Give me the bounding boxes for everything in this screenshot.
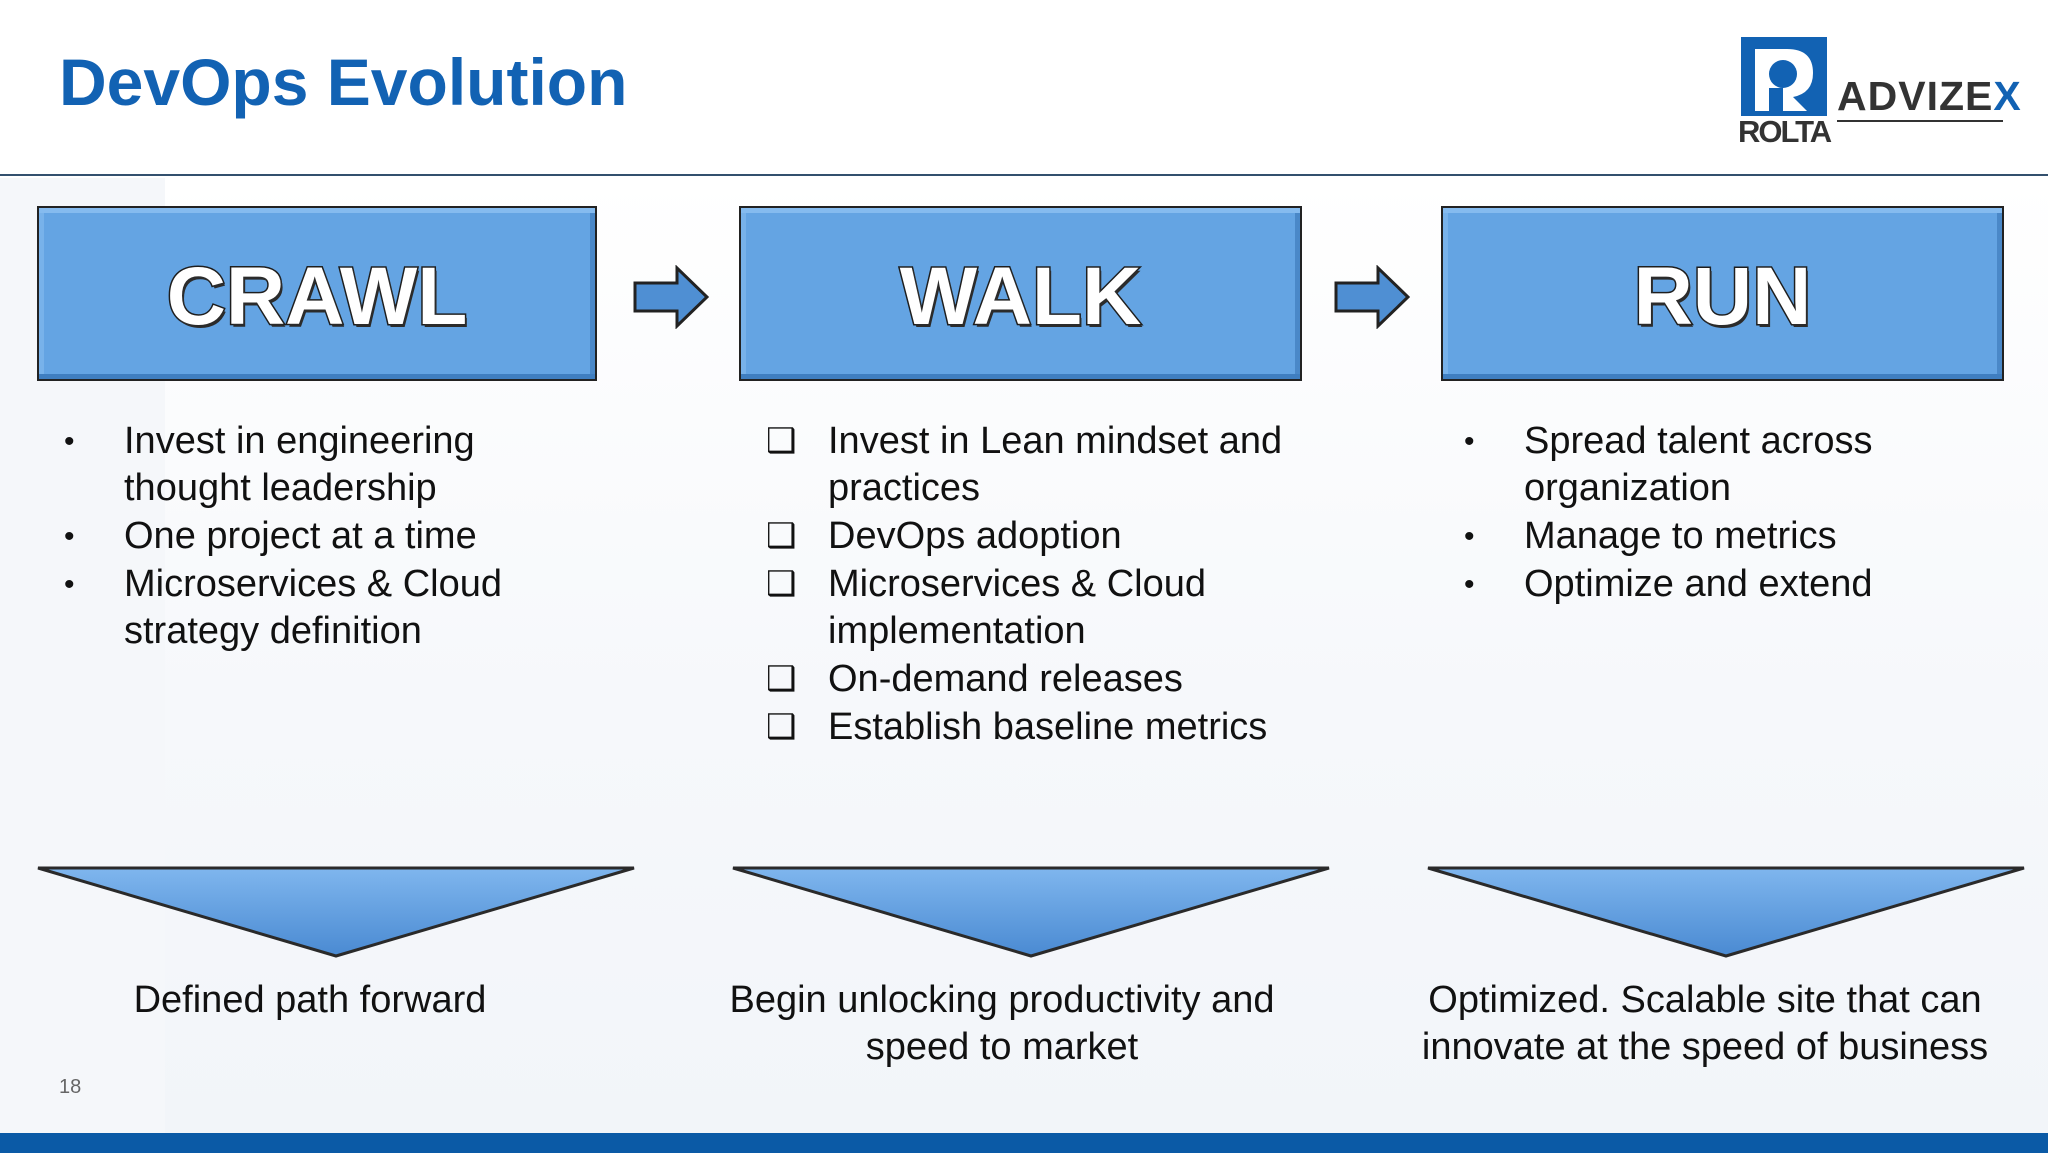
outcome-walk: Begin unlocking productivity and speed t… bbox=[729, 979, 1275, 1068]
list-item: ❑Establish baseline metrics bbox=[766, 704, 1286, 751]
logo-mark bbox=[1741, 37, 1827, 116]
stage-box-run: RUN bbox=[1441, 206, 2004, 381]
list-item: •Microservices & Cloud strategy definiti… bbox=[64, 563, 502, 652]
arrow-right-icon bbox=[633, 265, 709, 329]
stage-box-crawl: CRAWL bbox=[37, 206, 597, 381]
stage-label-walk: WALK bbox=[898, 251, 1142, 342]
down-triangle-walk bbox=[732, 866, 1330, 958]
bullet-icon: • bbox=[64, 520, 75, 553]
stage-box-walk: WALK bbox=[739, 206, 1302, 381]
list-item: •Optimize and extend bbox=[1462, 561, 1982, 608]
list-item: •Spread talent across organization bbox=[1464, 420, 1873, 509]
down-triangle-run bbox=[1427, 866, 2025, 958]
crawl-item-list: •Invest in engineering thought leadershi… bbox=[62, 418, 582, 656]
header-divider bbox=[0, 174, 2048, 176]
company-logo: ROLTA ADVIZEX bbox=[1738, 37, 2021, 149]
logo-underline bbox=[1837, 120, 2003, 122]
list-item: •Invest in engineering thought leadershi… bbox=[64, 420, 475, 509]
list-item: ❑Invest in Lean mindset and practices bbox=[766, 420, 1283, 509]
checkbox-square-icon: ❑ bbox=[766, 708, 797, 746]
bullet-icon: • bbox=[64, 568, 75, 601]
stage-label-run: RUN bbox=[1632, 251, 1813, 342]
arrow-right-icon bbox=[1334, 265, 1410, 329]
logo-rolta-text: ROLTA bbox=[1738, 114, 1832, 149]
outcome-run: Optimized. Scalable site that can innova… bbox=[1421, 979, 1989, 1068]
slide-title: DevOps Evolution bbox=[59, 45, 628, 119]
page-number: 18 bbox=[59, 1076, 82, 1098]
run-item-list: •Spread talent across organization •Mana… bbox=[1462, 418, 1982, 609]
bullet-icon: • bbox=[1464, 425, 1475, 458]
walk-item-list: ❑Invest in Lean mindset and practices ❑D… bbox=[766, 418, 1286, 752]
list-item: ❑On-demand releases bbox=[766, 656, 1286, 703]
checkbox-square-icon: ❑ bbox=[766, 660, 797, 698]
checkbox-square-icon: ❑ bbox=[766, 422, 797, 460]
down-triangle-crawl bbox=[37, 866, 635, 958]
list-item: •Manage to metrics bbox=[1462, 513, 1982, 560]
logo-advizex-accent: X bbox=[1993, 73, 2022, 119]
checkbox-square-icon: ❑ bbox=[766, 565, 797, 603]
bullet-icon: • bbox=[1464, 520, 1475, 553]
outcome-crawl: Defined path forward bbox=[133, 979, 487, 1021]
footer-bar bbox=[0, 1133, 2048, 1153]
stage-label-crawl: CRAWL bbox=[165, 251, 469, 342]
list-item: ❑DevOps adoption bbox=[766, 513, 1286, 560]
list-item: •One project at a time bbox=[62, 513, 582, 560]
logo-r-icon bbox=[1755, 49, 1813, 111]
bullet-icon: • bbox=[64, 425, 75, 458]
logo-advizex-text: ADVIZEX bbox=[1837, 73, 2022, 120]
checkbox-square-icon: ❑ bbox=[766, 517, 797, 555]
logo-advizex-main: ADVIZE bbox=[1837, 73, 1994, 119]
bullet-icon: • bbox=[1464, 568, 1475, 601]
list-item: ❑Microservices & Cloud implementation bbox=[766, 563, 1206, 652]
